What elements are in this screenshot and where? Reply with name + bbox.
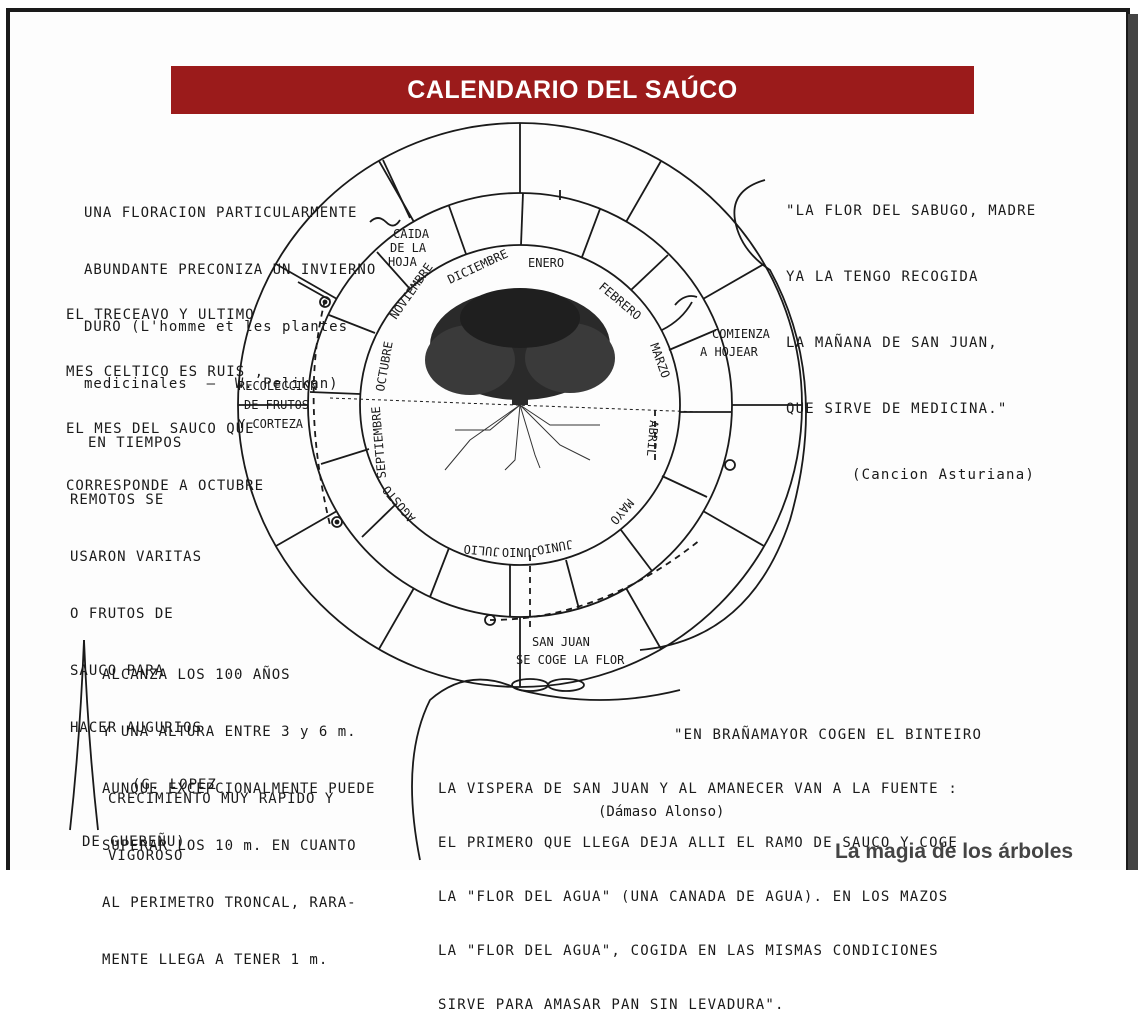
note-crecimiento: CRECIMIENTO MUY RAPIDO Y VIGOROSO xyxy=(108,791,335,864)
month-septiembre: SEPTIEMBRE xyxy=(369,406,389,479)
recoleccion-line-3: Y CORTEZA xyxy=(238,417,304,431)
month-junio-2: JUNIO xyxy=(502,545,538,559)
san-juan-line-2: SE COGE LA FLOR xyxy=(516,653,625,667)
note-floracion: UNA FLORACION PARTICULARMENTE ABUNDANTE … xyxy=(84,205,377,392)
month-octubre: OCTUBRE xyxy=(373,340,396,392)
caida-line-3: HOJA xyxy=(388,255,418,269)
month-abril: ABRIL xyxy=(644,420,661,457)
page-frame xyxy=(6,8,1130,870)
month-noviembre: NOVIEMBRE xyxy=(387,260,436,321)
month-julio: JULIO xyxy=(463,542,500,559)
footer-caption: La magia de los árboles xyxy=(835,840,1074,863)
inner-ring xyxy=(359,244,681,566)
month-junio-1: JUNIO xyxy=(536,537,574,557)
calendar-wheel: ENERO FEBRERO MARZO ABRIL MAYO JUNIO JUN… xyxy=(69,122,807,861)
note-augurios: EN TIEMPOS REMOTOS SE USARON VARITAS O F… xyxy=(70,435,217,850)
quote-cancion-asturiana: "LA FLOR DEL SABUGO, MADRE YA LA TENGO R… xyxy=(786,203,1037,483)
frame-shadow xyxy=(1128,14,1138,870)
san-juan-line-1: SAN JUAN xyxy=(532,635,590,649)
page-title: CALENDARIO DEL SAÚCO xyxy=(407,75,738,104)
month-mayo: MAYO xyxy=(607,496,636,527)
title-banner: CALENDARIO DEL SAÚCO xyxy=(171,66,974,114)
comienza-line-2: A HOJEAR xyxy=(700,345,759,359)
tree-illustration xyxy=(425,288,615,471)
month-enero: ENERO xyxy=(528,256,564,270)
month-febrero: FEBRERO xyxy=(596,280,644,323)
recoleccion-line-1: RECOLECCION xyxy=(238,379,317,393)
month-diciembre: DICIEMBRE xyxy=(445,247,510,287)
note-mes-celtico: EL TRECEAVO Y ULTIMO MES CELTICO ES RUIS… xyxy=(66,307,265,494)
comienza-line-1: COMIENZA xyxy=(712,327,771,341)
month-agosto: AGOSTO xyxy=(380,483,419,525)
caida-line-2: DE LA xyxy=(390,241,427,255)
caida-line-1: CAIDA xyxy=(393,227,430,241)
recoleccion-line-2: DE FRUTOS xyxy=(244,398,309,412)
quote-credit-damaso: (Dámaso Alonso) xyxy=(598,804,725,820)
